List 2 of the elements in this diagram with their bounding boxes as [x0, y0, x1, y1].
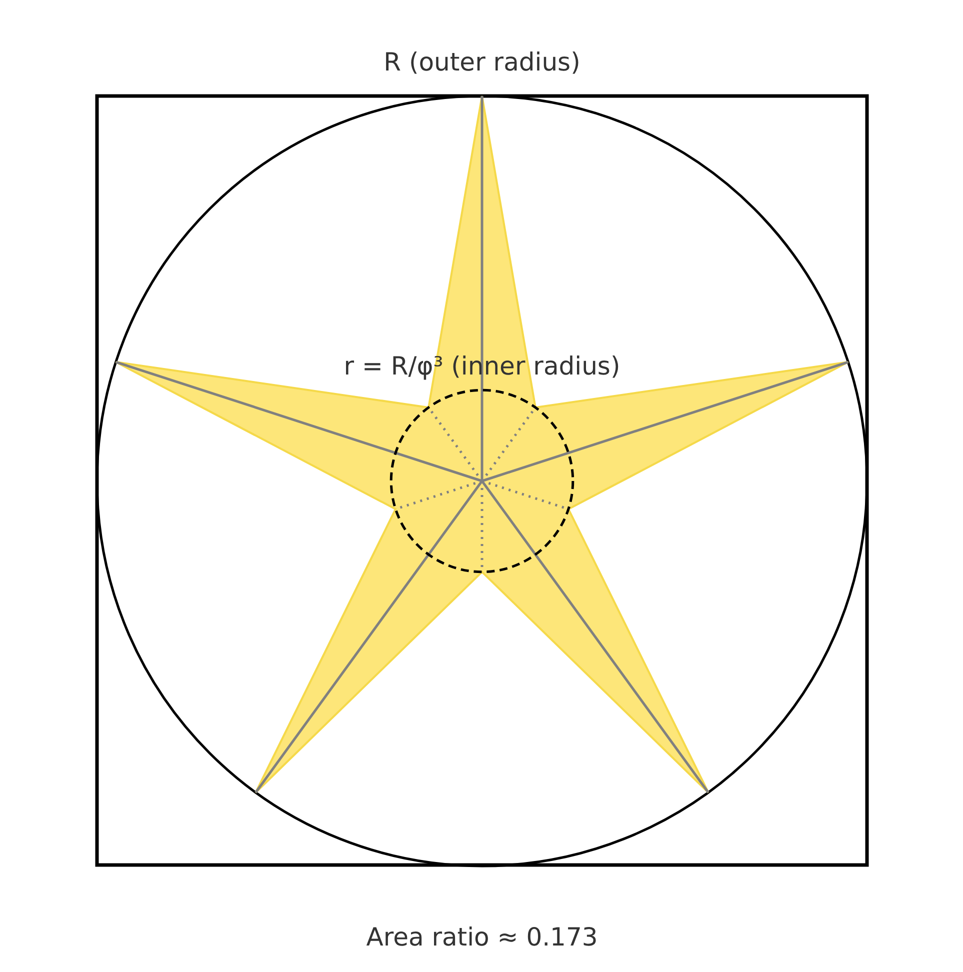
outer-radius-label: R (outer radius) [384, 48, 580, 76]
caption: Area ratio ≈ 0.173 [366, 922, 598, 952]
